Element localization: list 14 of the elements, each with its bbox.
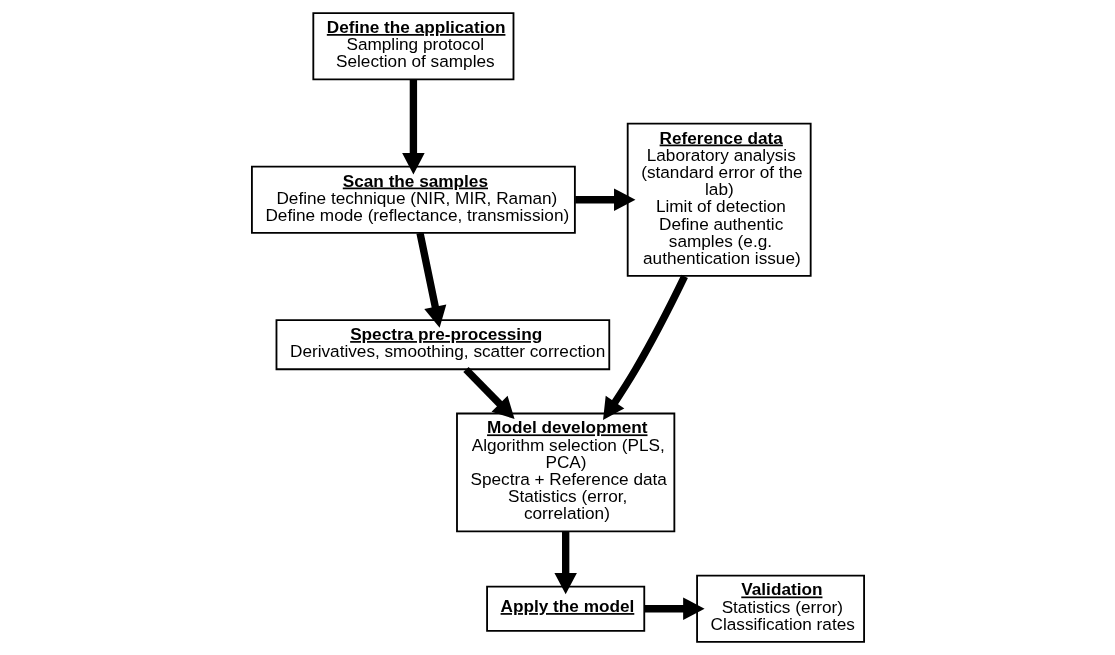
node-box: Validation Statistics (error) Classification rates: [695, 574, 865, 643]
arrow: [602, 274, 688, 420]
node-box: Spectra pre-processing Derivatives, smoothing, scatter correction: [275, 319, 610, 371]
node-box: Model development Algorithm selection (PLS, PCA) Spectra + Reference data Statistics (error, correlation): [455, 412, 675, 533]
arrow: [644, 597, 705, 620]
arrow: [574, 188, 635, 212]
node-box: Apply the model: [485, 585, 645, 632]
arrow: [401, 79, 425, 175]
node-box: Define the application Sampling protocol Selection of samples: [311, 12, 514, 81]
arrow: [553, 531, 577, 595]
node-box: Reference data Laboratory analysis (standard error of the lab) Limit of detection Define authentic samples (e.g. authentication issue): [626, 122, 812, 277]
arrow: [415, 232, 446, 328]
node-box: Scan the samples Define technique (NIR, MIR, Raman) Define mode (reflectance, transmission): [250, 165, 576, 234]
arrow: [462, 366, 515, 420]
